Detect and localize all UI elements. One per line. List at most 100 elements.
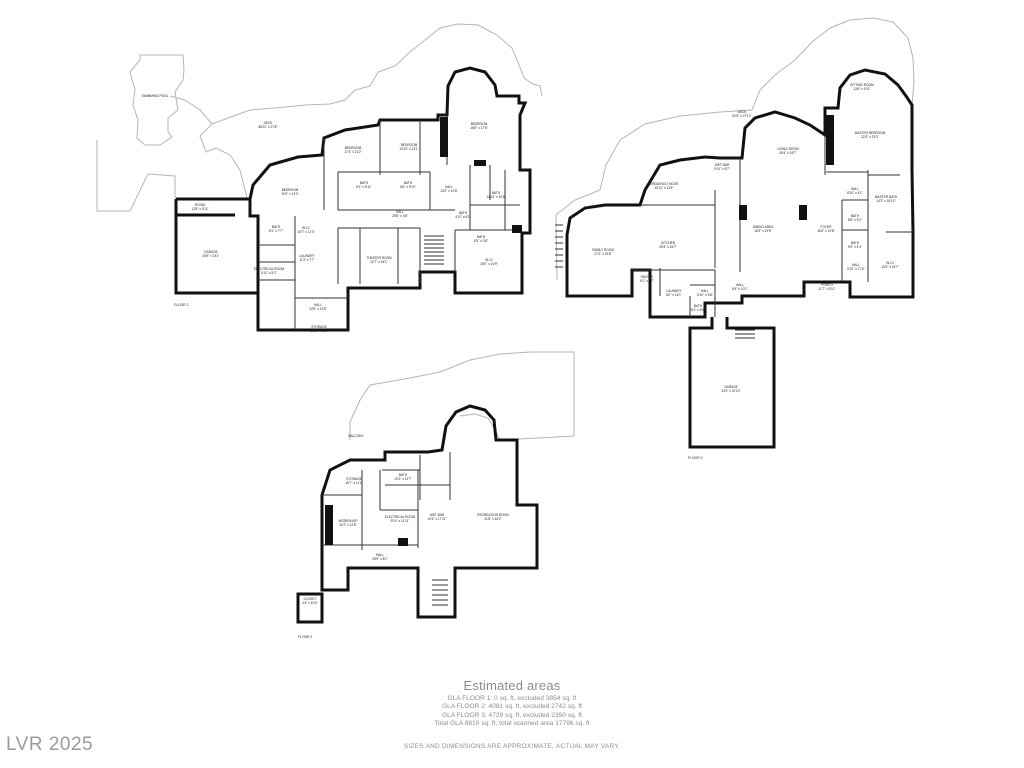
area-line-total: Total GLA 8810 sq. ft, total scanned are…	[434, 720, 590, 728]
area-line-floor-3: GLA FLOOR 3: 4729 sq. ft, excluded 2390 …	[441, 711, 582, 719]
column	[739, 205, 747, 220]
staircase	[424, 235, 444, 265]
room-dims: 8'4" x 10'1"	[732, 287, 748, 291]
room-dims: 14'3" x 16'10"	[876, 199, 895, 203]
room-dims: 13'3" x 16'7"	[881, 265, 898, 269]
room-label: BATH	[360, 181, 369, 185]
column	[799, 205, 807, 220]
room-dims: 8'1" x 8'11"	[356, 185, 371, 189]
room-label: MASTER BATH	[875, 195, 898, 199]
garage-steps	[735, 329, 755, 339]
room-label: W.I.C	[886, 261, 894, 265]
room-dims: 25'3" x 16'7"	[659, 245, 676, 249]
room-label: BATH	[477, 235, 486, 239]
room-label: DINING AREA	[753, 225, 774, 229]
room-label: FAMILY ROOM	[592, 248, 614, 252]
room-dims: 12'8" x 5'11"	[191, 207, 208, 211]
floor-1-interior-walls	[322, 452, 451, 550]
area-line-floor-1: GLA FLOOR 1: 0 sq. ft, excluded 3854 sq.…	[447, 695, 577, 702]
room-dims: 16'7" x 12'6"	[339, 523, 356, 527]
room-label: HALL	[376, 553, 384, 557]
room-dims: 22'3" x 23'3"	[861, 135, 878, 139]
room-label: BATH	[694, 304, 703, 308]
room-label: MASTER BEDROOM	[855, 131, 886, 135]
room-label: HALL	[701, 289, 709, 293]
room-dims: 16'0" x 16'9"	[480, 262, 497, 266]
room-label: BATH	[459, 211, 468, 215]
room-dims: 18'5" x 17'6"	[470, 126, 487, 130]
room-label: BEDROOM	[345, 146, 362, 150]
room-dims: 5'9" x 4'4"	[848, 245, 862, 249]
room-dims: 26'4" x 18'7"	[779, 151, 796, 155]
room-dims: 11'3" x 7'7"	[299, 258, 314, 262]
room-dims: 24'3" x 31'10"	[721, 389, 740, 393]
room-dims: 8'8" x 9'10"	[400, 185, 416, 189]
floor-1-room-labels: STORAGE 16'7" x 11'1" BATH 10'2" x 11'7"…	[298, 434, 509, 639]
room-dims: 14'2" x 10'8"	[440, 189, 457, 193]
room-dims: 13'10" x 13'1"	[399, 147, 418, 151]
room-label: HALL	[396, 210, 404, 214]
room-label: BEDROOM	[401, 143, 418, 147]
floor-2-deck-outline	[96, 23, 543, 212]
room-dims: 4'11" x 6'1"	[455, 215, 470, 219]
deck-inner-line	[169, 95, 213, 125]
room-dims: 17'4" x 21'2"	[344, 150, 361, 154]
room-dims: 8'5" x 5'2"	[848, 218, 862, 222]
room-label: BEDROOM	[471, 122, 488, 126]
floor-2-exterior-walls	[176, 66, 532, 332]
room-dims: 31'8" x 46'2"	[484, 517, 501, 521]
room-label: BEDROOM	[282, 188, 299, 192]
estimated-areas-title: Estimated areas	[463, 678, 561, 693]
room-label: BATH	[399, 473, 408, 477]
dimensions-disclaimer: SIZES AND DIMENSIONS ARE APPROXIMATE, AC…	[403, 743, 621, 750]
room-dims: 11'10" x 5'2"	[310, 329, 327, 333]
room-dims: 13'6" x 9'11"	[853, 87, 870, 91]
watermark-text: LVR 2025	[6, 734, 94, 755]
wall-block	[440, 117, 448, 157]
room-label: SITTING ROOM	[850, 83, 874, 87]
room-label: ROOM	[195, 203, 205, 207]
room-dims: 20'11" x 13'5"	[654, 186, 673, 190]
room-label: PANTRY	[641, 275, 655, 279]
floor-2-room-labels: SWIMMING POOL DECK 88'11" x 27'8" BEDROO…	[142, 94, 506, 333]
room-label: CLOSET	[304, 597, 317, 601]
balcony-label: BALCONY	[348, 434, 364, 438]
room-dims: 51'5" x 27'10"	[732, 114, 751, 118]
closet-walls	[296, 592, 324, 624]
area-line-floor-2: GLA FLOOR 2: 4081 sq. ft, excluded 2742 …	[441, 703, 582, 711]
swimming-pool-outline	[129, 54, 185, 146]
floor-2-interior-walls	[258, 115, 522, 330]
floor-1-plan: STORAGE 16'7" x 11'1" BATH 10'2" x 11'7"…	[296, 351, 575, 639]
room-label: THEATER ROOM	[366, 256, 392, 260]
floor-3-garage-walls	[688, 317, 776, 449]
room-label: HALL	[445, 185, 453, 189]
room-label: WET BAR	[715, 163, 730, 167]
garage-walls	[174, 199, 258, 295]
room-label: LAUNDRY	[666, 289, 682, 293]
room-dims: 18'3" x 19'9"	[754, 229, 771, 233]
floor-3-deck-outline	[555, 17, 915, 281]
room-label: BREAKFAST NOOK	[650, 182, 680, 186]
room-label: LIVING ROOM	[777, 147, 799, 151]
wall-block	[325, 505, 333, 545]
room-dims: 8'3" x 3'8"	[474, 239, 488, 243]
room-dims: 19'3" x 13'3"	[281, 192, 298, 196]
room-dims: 6'10" x 3'8"	[697, 293, 713, 297]
room-label: GARAGE	[724, 385, 738, 389]
room-label: HALL	[851, 187, 859, 191]
room-dims: 11'7" x 5'11"	[818, 287, 835, 291]
room-label: BATH	[492, 191, 501, 195]
room-label: DECK	[738, 110, 748, 114]
room-dims: 9'10" x 11'11"	[391, 519, 410, 523]
room-dims: 12'6" x 17'11"	[427, 517, 446, 521]
floor-2-plan: SWIMMING POOL DECK 88'11" x 27'8" BEDROO…	[96, 23, 543, 333]
room-label: PORCH	[821, 283, 833, 287]
room-dims: 22'7" x 15'1"	[370, 260, 387, 264]
wall-block	[398, 538, 408, 546]
room-dims: 4'4" x 5'10"	[302, 601, 318, 605]
room-label: LAUNDRY	[299, 254, 315, 258]
floor-1-label: FLOOR 1	[298, 635, 313, 639]
staircase	[555, 224, 563, 268]
room-label: KITCHEN	[661, 241, 676, 245]
